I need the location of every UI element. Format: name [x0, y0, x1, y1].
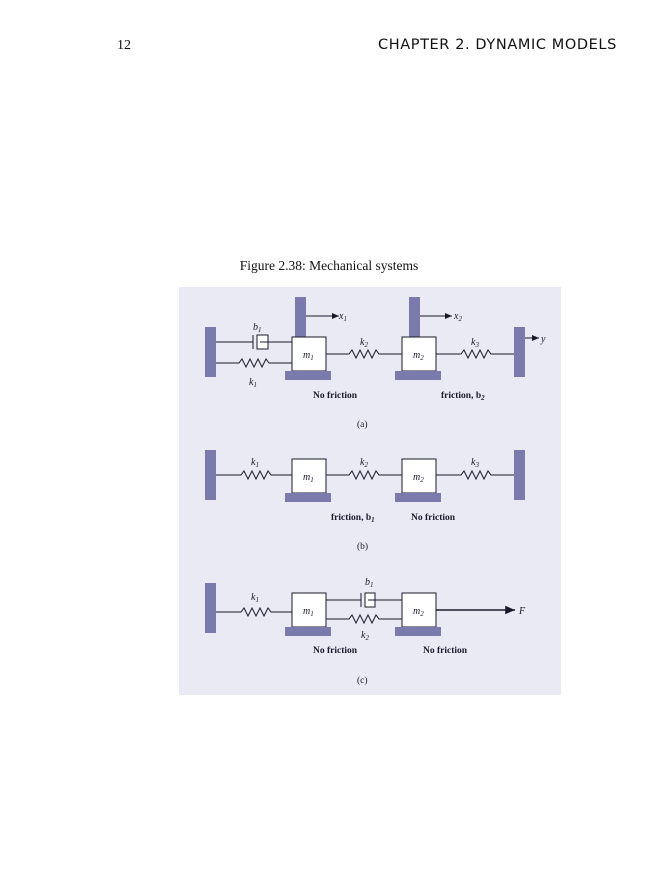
diagram-a: [205, 297, 539, 380]
mechanical-systems-figure: b1 k1 x1 m1 k2 x2 m2 k3 y No friction fr…: [179, 287, 561, 695]
diagram-c: [205, 583, 515, 636]
ground-m1-c: [285, 627, 331, 636]
svg-text:m1: m1: [303, 606, 314, 618]
svg-text:x1: x1: [338, 311, 347, 323]
spring-k1-b: [216, 469, 292, 481]
svg-text:x2: x2: [453, 311, 462, 323]
ground-m2-b: [395, 493, 441, 502]
ground-m2-c: [395, 627, 441, 636]
right-wall-a: [514, 327, 525, 377]
note-no-friction-a: No friction: [313, 391, 358, 401]
ground-m1-b: [285, 493, 331, 502]
svg-text:m1: m1: [303, 472, 314, 484]
right-wall-b: [514, 450, 525, 500]
label-c: (c): [357, 675, 368, 686]
diagram-b: [205, 450, 525, 502]
mass-m1-c: [291, 592, 327, 628]
note-no-friction-c-left: No friction: [313, 646, 358, 656]
svg-text:friction, b2: friction, b2: [441, 391, 485, 402]
figure-caption: Figure 2.38: Mechanical systems: [239, 258, 419, 273]
svg-text:k3: k3: [471, 457, 479, 469]
svg-text:k1: k1: [249, 377, 257, 389]
page-number: 12: [117, 38, 131, 53]
ground-m2-a: [395, 371, 441, 380]
svg-text:m2: m2: [413, 350, 424, 362]
svg-text:F: F: [518, 606, 526, 617]
label-a: (a): [357, 419, 368, 430]
left-wall-b: [205, 450, 216, 500]
left-wall-a: [205, 327, 216, 377]
svg-text:k2: k2: [361, 630, 369, 642]
svg-text:friction, b1: friction, b1: [331, 513, 375, 524]
spring-k3-b: [436, 469, 514, 481]
svg-text:k2: k2: [360, 337, 368, 349]
note-no-friction-c-right: No friction: [423, 646, 468, 656]
svg-text:k2: k2: [360, 457, 368, 469]
svg-text:b1: b1: [253, 322, 262, 334]
svg-text:m2: m2: [413, 472, 424, 484]
spring-k1-c: [216, 606, 292, 618]
figure-drawing: b1 k1 x1 m1 k2 x2 m2 k3 y No friction fr…: [205, 297, 546, 686]
spring-k1-a: [216, 357, 292, 369]
label-b: (b): [357, 541, 368, 552]
post-x2-a: [409, 297, 420, 342]
svg-text:m1: m1: [303, 350, 314, 362]
svg-text:m2: m2: [413, 606, 424, 618]
svg-text:b1: b1: [365, 577, 374, 589]
ground-m1-a: [285, 371, 331, 380]
spring-k2-c: [326, 613, 402, 625]
spring-k3-a: [436, 348, 514, 360]
mass-m2-a: [401, 336, 437, 372]
left-wall-c: [205, 583, 216, 633]
chapter-title: CHAPTER 2. DYNAMIC MODELS: [378, 37, 617, 53]
post-x1-a: [295, 297, 306, 342]
svg-text:y: y: [540, 334, 546, 345]
svg-text:k1: k1: [251, 457, 259, 469]
note-no-friction-b: No friction: [411, 513, 456, 523]
spring-k2-b: [326, 469, 402, 481]
spring-k2-a: [326, 348, 402, 360]
svg-text:k3: k3: [471, 337, 479, 349]
svg-text:k1: k1: [251, 592, 259, 604]
